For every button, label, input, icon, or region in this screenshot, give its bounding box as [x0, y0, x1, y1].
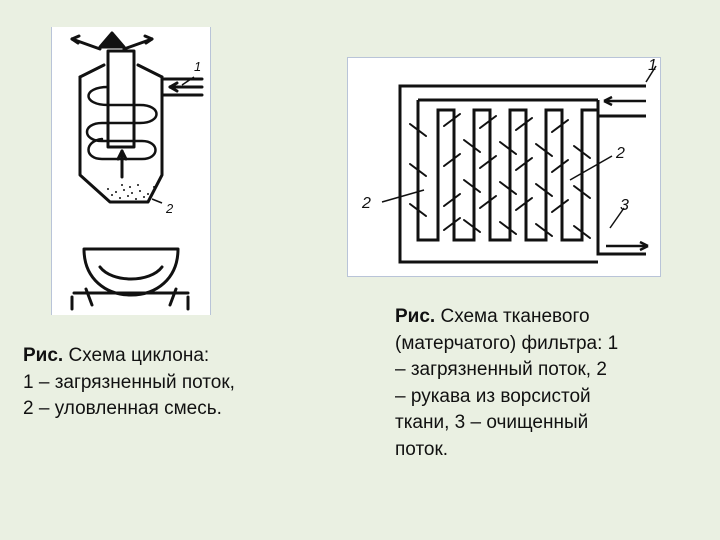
caption-line: поток. [395, 438, 449, 460]
filter-label-2-right: 2 [615, 145, 625, 162]
caption-line: Рис. Схема циклона: [23, 343, 323, 370]
filter-label-1: 1 [648, 58, 657, 74]
caption-line: (матерчатого) фильтра: 1 [395, 332, 619, 354]
caption-line: 1 – загрязненный поток, [23, 371, 235, 393]
filter-label-3: 3 [620, 197, 629, 214]
caption-line: – рукава из ворсистой [395, 385, 591, 407]
filter-label-2-left: 2 [361, 195, 371, 212]
caption-line: ткани, 3 – очищенный [395, 412, 589, 433]
caption-text: Схема тканевого [440, 306, 590, 327]
cyclone-figure: 1 2 [51, 27, 211, 315]
caption-line: Рис. Схема тканевого [395, 304, 663, 331]
cyclone-diagram: 1 2 [70, 31, 204, 311]
caption-prefix: Рис. [23, 345, 64, 366]
cyclone-label-1: 1 [194, 59, 201, 74]
caption-line: 2 – уловленная смесь. [23, 398, 222, 419]
fabric-filter-caption: Рис. Схема тканевого (матерчатого) фильт… [395, 304, 663, 463]
cyclone-label-2: 2 [165, 201, 174, 216]
fabric-filter-diagram: 1 2 2 3 [361, 58, 657, 264]
caption-prefix: Рис. [395, 306, 436, 327]
caption-text: Схема циклона: [68, 345, 210, 366]
fabric-filter-figure: 1 2 2 3 [347, 57, 661, 277]
cyclone-caption: Рис. Схема циклона: 1 – загрязненный пот… [23, 343, 323, 423]
caption-line: – загрязненный поток, 2 [395, 359, 607, 380]
